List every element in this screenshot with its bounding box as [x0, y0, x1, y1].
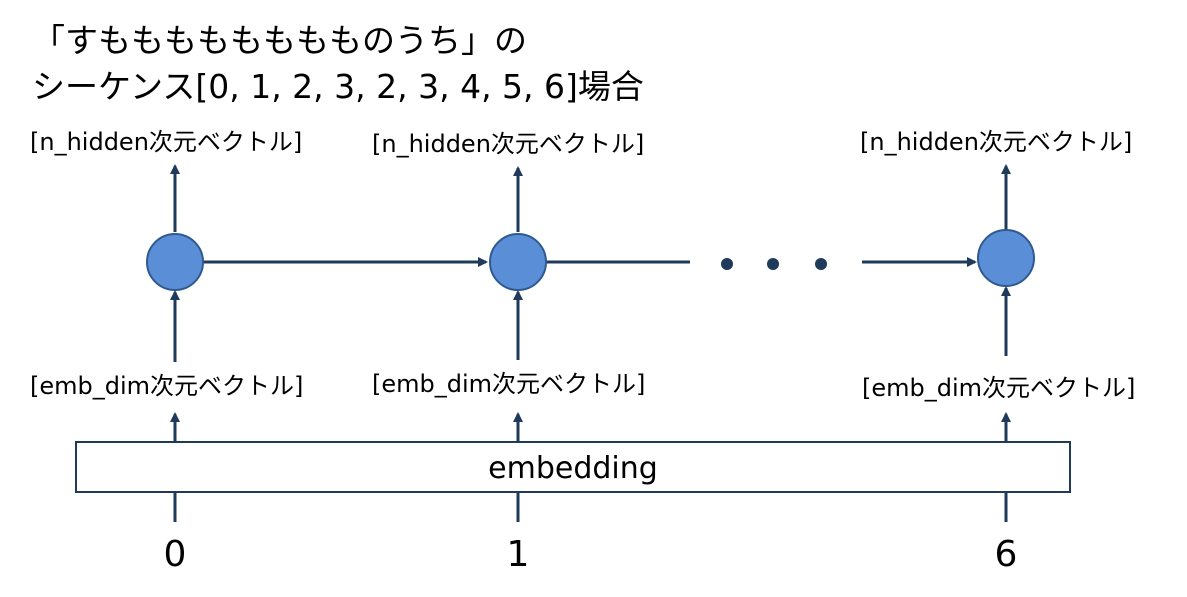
ellipsis-dot-3 [815, 258, 827, 270]
ellipsis-dot-1 [721, 258, 733, 270]
emb-vector-label-0: [emb_dim次元ベクトル] [30, 372, 303, 400]
hidden-vector-label-1: [n_hidden次元ベクトル] [372, 130, 644, 158]
rnn-node-1 [489, 233, 547, 291]
hidden-vector-label-0: [n_hidden次元ベクトル] [30, 128, 302, 156]
title-line-2: シーケンス[0, 1, 2, 3, 2, 3, 4, 5, 6]場合 [32, 67, 644, 106]
ellipsis-dot-2 [767, 258, 779, 270]
emb-vector-label-6: [emb_dim次元ベクトル] [862, 374, 1135, 402]
hidden-vector-label-6: [n_hidden次元ベクトル] [860, 128, 1132, 156]
rnn-node-0 [146, 233, 204, 291]
token-index-1: 1 [507, 534, 530, 575]
title-line-1: 「すもももももももものうち」の [32, 21, 527, 60]
token-index-0: 0 [164, 534, 187, 575]
emb-vector-label-1: [emb_dim次元ベクトル] [372, 370, 645, 398]
rnn-node-6 [977, 229, 1035, 287]
token-index-6: 6 [995, 534, 1018, 575]
embedding-box [75, 441, 1071, 493]
embedding-label: embedding [488, 451, 658, 486]
